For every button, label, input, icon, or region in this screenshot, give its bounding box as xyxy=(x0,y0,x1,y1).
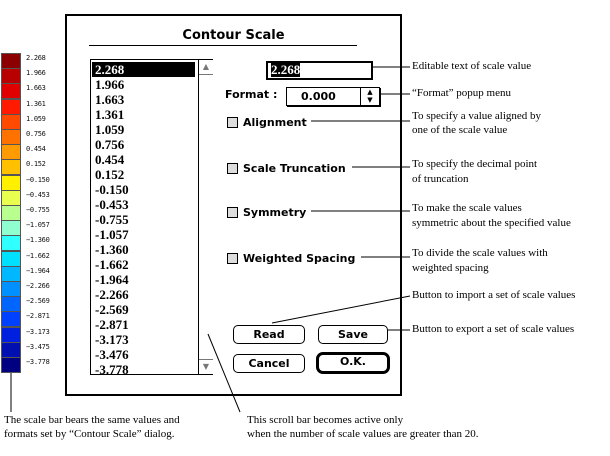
list-item[interactable]: 2.268 xyxy=(92,62,195,77)
list-item[interactable]: -0.755 xyxy=(95,212,129,227)
list-item[interactable]: -1.057 xyxy=(95,227,129,242)
list-item[interactable]: -0.453 xyxy=(95,197,129,212)
scroll-up-icon[interactable]: ▲ xyxy=(199,60,213,75)
note-symmetry-1: To make the scale values xyxy=(412,202,522,214)
popup-arrows-icon[interactable]: ▲▼ xyxy=(360,88,379,105)
colorbar-label: −0.755 xyxy=(26,206,50,214)
list-item[interactable]: -2.266 xyxy=(95,287,129,302)
colorbar-label: −1.057 xyxy=(26,221,50,230)
colorbar-label: 2.268 xyxy=(26,54,46,62)
list-item[interactable]: -2.569 xyxy=(95,302,129,317)
list-item[interactable]: -1.360 xyxy=(95,242,129,257)
list-item[interactable]: -3.173 xyxy=(95,332,129,347)
scale-value-input[interactable]: 2.268 xyxy=(266,61,373,80)
list-item[interactable]: -1.662 xyxy=(95,257,129,272)
scale-truncation-label[interactable]: Scale Truncation xyxy=(243,162,346,175)
note-weighted-1: To divide the scale values with xyxy=(412,247,548,259)
list-item[interactable]: 0.756 xyxy=(95,137,125,152)
colorbar-label: −0.150 xyxy=(26,175,50,184)
colorbar-label: −0.453 xyxy=(26,190,50,199)
colorbar-label: 1.059 xyxy=(26,114,46,123)
save-button[interactable]: Save xyxy=(318,325,388,344)
colorbar-label: −2.871 xyxy=(26,312,50,321)
colorbar-label: −3.778 xyxy=(26,358,50,366)
colorbar-label: 0.454 xyxy=(26,145,46,154)
note-read-button: Button to import a set of scale values xyxy=(412,289,576,301)
scale-truncation-checkbox[interactable] xyxy=(227,163,238,174)
list-item[interactable]: 1.059 xyxy=(95,122,125,137)
note-alignment-2: one of the scale value xyxy=(412,124,508,136)
note-value-field: Editable text of scale value xyxy=(412,60,532,72)
note-format-popup: “Format” popup menu xyxy=(412,87,511,99)
note-truncation-1: To specify the decimal point xyxy=(412,158,538,170)
note-colorbar-2: formats set by “Contour Scale” dialog. xyxy=(4,428,175,440)
list-item[interactable]: -2.871 xyxy=(95,317,129,332)
colorbar-label: −1.360 xyxy=(26,236,50,245)
colorbar-label: 1.966 xyxy=(26,69,46,78)
list-item[interactable]: 1.361 xyxy=(95,107,125,122)
note-alignment-1: To specify a value aligned by xyxy=(412,110,542,122)
colorbar-label: −1.662 xyxy=(26,251,50,260)
colorbar-label: 0.152 xyxy=(26,160,46,169)
colorbar-label: −3.475 xyxy=(26,342,50,351)
note-save-button: Button to export a set of scale values xyxy=(412,323,575,335)
scale-value-text[interactable]: 2.268 xyxy=(271,62,301,77)
alignment-checkbox[interactable] xyxy=(227,117,238,128)
weighted-spacing-checkbox[interactable] xyxy=(227,253,238,264)
title-divider xyxy=(89,45,357,46)
read-button[interactable]: Read xyxy=(233,325,305,344)
list-item[interactable]: -0.150 xyxy=(95,182,129,197)
note-symmetry-2: symmetric about the specified value xyxy=(412,217,571,229)
colorbar-label: −1.964 xyxy=(26,266,50,275)
cancel-button[interactable]: Cancel xyxy=(233,354,305,373)
list-item[interactable]: 1.663 xyxy=(95,92,125,107)
list-item[interactable]: 0.152 xyxy=(95,167,125,182)
list-item[interactable]: -3.476 xyxy=(95,347,129,362)
list-item[interactable]: 1.966 xyxy=(95,77,125,92)
colorbar-label: −2.266 xyxy=(26,282,50,290)
note-scrollbar-2: when the number of scale values are grea… xyxy=(247,428,479,440)
alignment-label[interactable]: Alignment xyxy=(243,116,307,129)
list-scrollbar[interactable]: ▲ ▼ xyxy=(198,60,213,374)
note-weighted-2: weighted spacing xyxy=(412,262,489,274)
list-item[interactable]: -3.778 xyxy=(95,362,129,377)
list-item[interactable]: -1.964 xyxy=(95,272,129,287)
colorbar-swatch xyxy=(1,357,21,373)
format-selected-value[interactable]: 0.000 xyxy=(301,90,336,103)
ok-button[interactable]: O.K. xyxy=(316,352,390,374)
weighted-spacing-label[interactable]: Weighted Spacing xyxy=(243,252,356,265)
colorbar-label: 1.663 xyxy=(26,84,46,93)
list-item[interactable]: 0.454 xyxy=(95,152,125,167)
colorbar-label: 1.361 xyxy=(26,99,46,108)
note-colorbar-1: The scale bar bears the same values and xyxy=(4,414,180,426)
colorbar-label: 0.756 xyxy=(26,130,46,138)
format-popup-menu[interactable]: 0.000 ▲▼ xyxy=(286,87,380,106)
dialog-title: Contour Scale xyxy=(182,28,285,43)
colorbar-label: −2.569 xyxy=(26,297,50,306)
symmetry-label[interactable]: Symmetry xyxy=(243,206,307,219)
note-scrollbar-1: This scroll bar becomes active only xyxy=(247,414,404,426)
symmetry-checkbox[interactable] xyxy=(227,207,238,218)
colorbar-label: −3.173 xyxy=(26,327,50,336)
format-label: Format : xyxy=(225,88,278,101)
note-truncation-2: of truncation xyxy=(412,173,469,185)
scroll-down-icon[interactable]: ▼ xyxy=(199,359,213,374)
